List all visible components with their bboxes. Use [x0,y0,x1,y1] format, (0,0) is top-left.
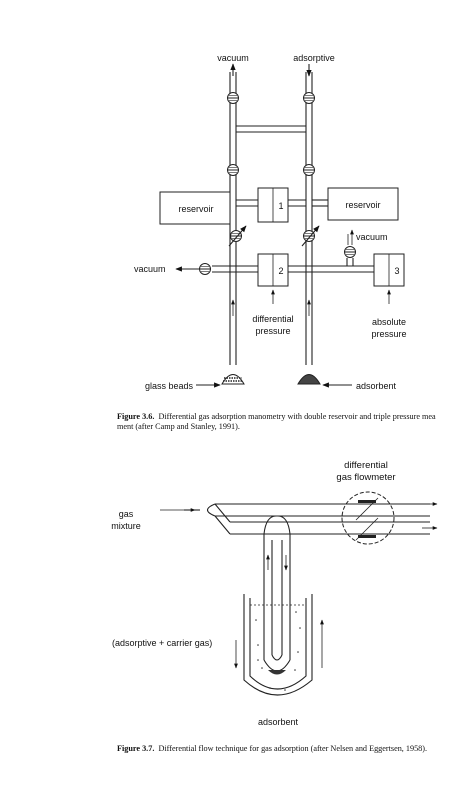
label-glass-beads: glass beads [145,381,194,391]
figure-3-6-diagram: vacuum adsorptive reservoir reservoir 1 … [134,53,407,391]
label-adsorptive: adsorptive [293,53,335,63]
gas-flowmeter-circle [341,491,395,545]
caption-3-7-number: Figure 3.7. [117,744,155,753]
label-vacuum-top: vacuum [217,53,249,63]
caption-3-7-text: Differential flow technique for gas adso… [158,744,428,753]
label-reservoir-right: reservoir [345,200,380,210]
valve-icon[interactable] [199,263,211,275]
label-cell-1: 1 [278,201,283,211]
caption-3-6-line2: ment (after Camp and Stanley, 1991). [117,422,240,431]
label-absolute-pressure: pressure [371,329,406,339]
metering-valve-icon[interactable] [230,230,242,242]
right-main-tube [305,72,313,365]
caption-figure-3-6: Figure 3.6. Differential gas adsorption … [117,412,436,422]
reservoir-right-box [327,187,399,221]
valve-icon[interactable] [303,92,315,104]
metering-valve-icon[interactable] [303,230,315,242]
label-differential-pressure: pressure [255,326,290,336]
label-adsorbent: adsorbent [356,381,397,391]
label-gas-flowmeter: gas flowmeter [336,472,395,483]
label-flowmeter-differential: differential [344,460,388,471]
caption-3-6-line1: Differential gas adsorption manometry wi… [158,412,436,421]
valve-icon[interactable] [227,92,239,104]
label-adsorbent-3-7: adsorbent [258,717,299,727]
glass-beads-bulb [221,374,245,385]
label-cell-2: 2 [278,266,283,276]
label-differential: differential [252,314,293,324]
caption-figure-3-6-line2: ment (after Camp and Stanley, 1991). [117,422,240,432]
bath-particles [255,611,301,691]
label-mixture: mixture [111,521,141,531]
valve-icon[interactable] [227,164,239,176]
figure-3-7-diagram: differential gas flowmeter gas mixture (… [111,460,438,727]
label-vacuum-right: vacuum [356,232,388,242]
label-carrier-gas: (adsorptive + carrier gas) [112,638,212,648]
label-vacuum-left: vacuum [134,264,166,274]
left-main-tube [229,72,237,365]
reservoir-left-box [159,191,231,225]
label-reservoir-left: reservoir [178,204,213,214]
caption-figure-3-7: Figure 3.7. Differential flow technique … [117,744,427,754]
bath-vessel [243,594,313,696]
adsorbent-bulb [297,374,321,385]
label-gas: gas [119,509,134,519]
top-crossbar [236,125,306,133]
valve-icon[interactable] [303,164,315,176]
adsorbent-sample [268,670,286,675]
label-absolute: absolute [372,317,406,327]
caption-3-6-number: Figure 3.6. [117,412,155,421]
valve-icon[interactable] [344,246,356,258]
label-cell-3: 3 [394,266,399,276]
